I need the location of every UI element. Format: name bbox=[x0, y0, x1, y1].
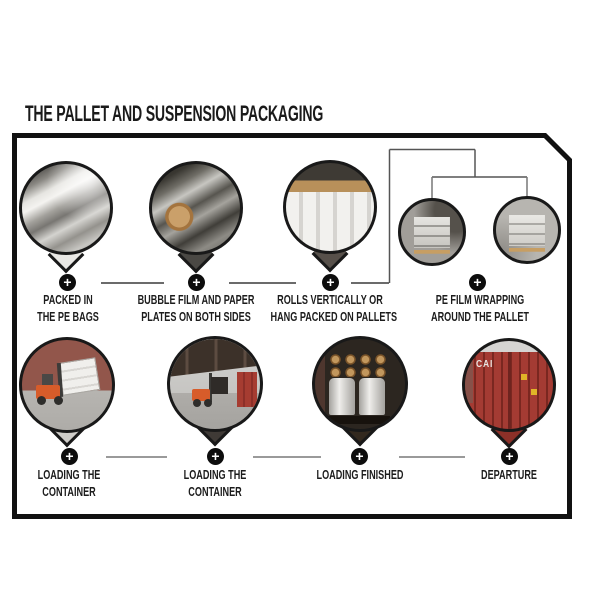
caption-line: ROLLS VERTICALLY OR bbox=[277, 292, 383, 307]
photo-pe-film-wrapping-left bbox=[398, 198, 466, 266]
plus-icon[interactable]: + bbox=[59, 274, 76, 291]
neighbor-container-shape bbox=[465, 352, 473, 404]
photo-loading-container-2 bbox=[167, 336, 263, 432]
photo-packed-in-pe-bags bbox=[19, 161, 113, 255]
step-caption: LOADING THE CONTAINER bbox=[156, 466, 275, 500]
step-caption: PACKED IN THE PE BAGS bbox=[9, 291, 128, 325]
forklift-wheel-shape bbox=[204, 399, 213, 408]
step-caption: PE FILM WRAPPING AROUND THE PALLET bbox=[421, 291, 540, 325]
plus-icon[interactable]: + bbox=[469, 274, 486, 291]
caption-line: LOADING THE bbox=[183, 467, 247, 482]
forklift-wheel-shape bbox=[53, 395, 63, 405]
plus-icon[interactable]: + bbox=[61, 448, 78, 465]
step-caption: DEPARTURE bbox=[450, 466, 569, 483]
plus-icon[interactable]: + bbox=[501, 448, 518, 465]
photo-departure: CAI bbox=[462, 338, 556, 432]
caption-line: LOADING FINISHED bbox=[316, 467, 404, 482]
plus-icon[interactable]: + bbox=[207, 448, 224, 465]
caption-line: PACKED IN bbox=[43, 292, 93, 307]
forklift-load-shape bbox=[211, 376, 228, 394]
step-caption: LOADING FINISHED bbox=[301, 466, 420, 483]
roll-ends-shape bbox=[327, 353, 389, 377]
plus-icon[interactable]: + bbox=[351, 448, 368, 465]
photo-bubble-film-paper-plates bbox=[149, 161, 243, 255]
warning-sticker-shape bbox=[520, 374, 527, 381]
wrapped-roll-shape bbox=[329, 377, 356, 416]
caption-line: LOADING THE bbox=[37, 467, 101, 482]
container-wall-shape bbox=[315, 339, 325, 429]
forklift-body-shape bbox=[36, 385, 60, 400]
frame-outline bbox=[12, 133, 572, 519]
container-code-label: CAI bbox=[476, 359, 494, 371]
forklift-cab-shape bbox=[41, 374, 53, 386]
caption-line: DEPARTURE bbox=[481, 467, 537, 482]
photo-rolls-vertically-pallets bbox=[283, 160, 377, 254]
caption-line: AROUND THE PALLET bbox=[431, 309, 529, 324]
plus-icon[interactable]: + bbox=[188, 274, 205, 291]
caption-line: PE FILM WRAPPING bbox=[435, 292, 525, 307]
caption-line: CONTAINER bbox=[188, 484, 242, 499]
caption-line: HANG PACKED ON PALLETS bbox=[270, 309, 398, 324]
door-gap-shape bbox=[508, 352, 511, 429]
container-floor-shape bbox=[326, 416, 390, 424]
caption-line: PLATES ON BOTH SIDES bbox=[141, 309, 251, 324]
step-caption: ROLLS VERTICALLY OR HANG PACKED ON PALLE… bbox=[270, 291, 398, 325]
caption-line: BUBBLE FILM AND PAPER bbox=[137, 292, 255, 307]
photo-loading-finished bbox=[312, 336, 408, 432]
caption-line: CONTAINER bbox=[42, 484, 96, 499]
photo-pe-film-wrapping-right bbox=[493, 196, 561, 264]
container-shape bbox=[236, 372, 258, 408]
caption-line: THE PE BAGS bbox=[37, 309, 99, 324]
forklift-wheel-shape bbox=[37, 395, 47, 405]
wrapped-roll-shape bbox=[359, 377, 386, 416]
plus-icon[interactable]: + bbox=[322, 274, 339, 291]
package-shape bbox=[57, 357, 101, 396]
step-caption: BUBBLE FILM AND PAPER PLATES ON BOTH SID… bbox=[137, 291, 256, 325]
page-title: THE PALLET AND SUSPENSION PACKAGING bbox=[25, 101, 324, 126]
photo-loading-container-1 bbox=[19, 337, 115, 433]
step-caption: LOADING THE CONTAINER bbox=[10, 466, 129, 500]
forklift-wheel-shape bbox=[192, 399, 201, 408]
forklift-body-shape bbox=[191, 389, 211, 402]
forklift-mast-shape bbox=[209, 373, 213, 402]
warning-sticker-shape bbox=[531, 389, 538, 396]
